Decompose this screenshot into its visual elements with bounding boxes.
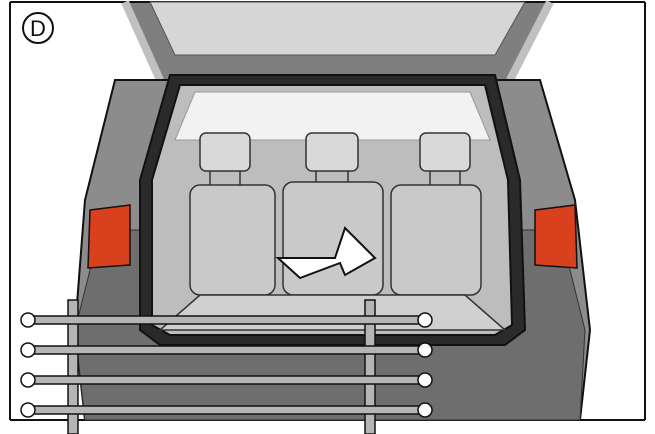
rear-seats <box>190 133 481 295</box>
open-tailgate <box>125 2 550 80</box>
step-label: D <box>30 18 46 40</box>
step-badge: D <box>22 12 54 44</box>
